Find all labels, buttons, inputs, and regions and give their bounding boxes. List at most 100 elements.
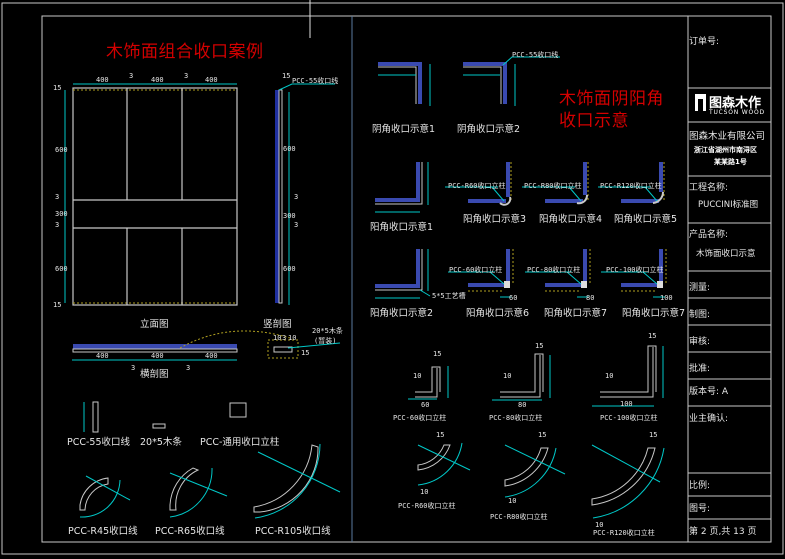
elev-left-dim-1: 15 [53,84,62,92]
post-100-top-dim: 15 [648,332,657,340]
inner-frame [41,15,772,543]
title-block-rows [688,87,771,520]
corner-s-leader-d [566,271,582,285]
elev-top-dim-4: 3 [184,72,189,80]
page-indicator: 第 2 页,共 13 页 [689,527,757,537]
post-label-60: PCC-60收口立柱 [393,414,447,422]
post-60-top-dim: 15 [433,350,442,358]
drawing-no-label: 图号: [689,504,711,514]
hsec-gap-dim-2: 3 [186,364,191,372]
post-80-top-dim: 15 [535,342,544,350]
product-name-label: 产品名称: [689,230,729,240]
corner-s-post [581,281,587,288]
vsec-right-dim-1: 600 [283,145,296,153]
outer-corner-callout-5: PCC-R120收口立柱 [600,182,662,190]
profile-dim-lines-left [79,402,341,519]
corner-r-panel-h [621,199,659,203]
corner-s-panel-h [468,283,506,287]
post-label-r80: PCC-R80收口立柱 [490,513,548,521]
post-80-slot-dim: 10 [503,372,512,380]
elev-top-dim-5: 400 [205,76,218,84]
version-row: 版本号: A [689,384,770,397]
elev-left-dim-4: 300 [55,210,68,218]
detail-callout-line2: (暂装) [314,337,337,345]
horizontal-section-label: 横剖图 [140,369,169,380]
profile-label-r45: PCC-R45收口线 [68,526,138,537]
elev-left-dim-5: 3 [55,221,60,229]
right-section-title-line1: 木饰面阴阳角 [559,89,664,109]
logo-en-text: TUCSON WOOD [709,109,765,116]
corner-r-panel-v [506,162,510,197]
corner-r-post [499,196,512,206]
corner-r-post [652,191,665,204]
vsec-top-dim: 15 [282,72,291,80]
drawing-by-label: 制图: [689,310,711,320]
corner-s-post [504,281,510,288]
vsec-right-dim-2: 3 [294,193,299,201]
post-r120-top-dim: 15 [649,431,658,439]
post-label-r120: PCC-R120收口立柱 [593,529,655,537]
vertical-section-label: 竖剖图 [263,319,292,330]
profile-label-pcc55: PCC-55收口线 [67,437,131,448]
outer-corner-callout-7a: PCC-80收口立柱 [527,266,581,274]
outer-corner-dim-7a: 80 [586,294,595,302]
version-value: A [721,387,729,397]
outer-corner-label-6: 阳角收口示意6 [466,308,530,319]
hsec-dim-3: 400 [205,352,218,360]
vsec-right-dim-5: 600 [283,265,296,273]
post-label-r60: PCC-R60收口立柱 [398,502,456,510]
outer-corner-callout-7b: PCC-100收口立柱 [606,266,664,274]
profile-shapes-left [79,401,319,513]
outer-corner-drawings [375,162,431,299]
horizontal-section-drawing [72,330,341,361]
corner-r-post [576,194,588,205]
profile-label-r65: PCC-R65收口线 [155,526,225,537]
project-name-value: PUCCINI标准图 [698,200,759,210]
outer-corner-callout-3: PCC-R60收口立柱 [448,182,506,190]
detail-dim-1: 10 [273,334,282,342]
corner-s-leader-d [642,271,658,285]
post-80-width-dim: 80 [518,401,527,409]
inner-corner-label-2: 阴角收口示意2 [457,124,521,135]
post-profile-drawings [415,345,657,506]
corner-r-leader-d [491,186,505,202]
outer-corner-label-1: 阳角收口示意1 [370,222,434,233]
corner-s-panel-v [659,249,663,283]
detail-dim-3: 10 [288,334,297,342]
outer-corner-label-3: 阳角收口示意3 [463,214,527,225]
profile-label-woodstrip: 20*5木条 [140,437,182,448]
post-r120-slot-dim: 10 [595,521,604,529]
corner-s-panel-h [621,283,659,287]
corner-s-panel-v [506,249,510,283]
outer-corner-label-5: 阳角收口示意5 [614,214,678,225]
hsec-gap-dim-1: 3 [131,364,136,372]
post-r80-slot-dim: 10 [508,497,517,505]
post-60-slot-dim: 10 [413,372,422,380]
elev-left-dim-3: 3 [55,193,60,201]
elev-left-dim-7: 15 [53,301,62,309]
company-address-line1: 浙江省湖州市南浔区 [694,146,757,154]
elev-top-dim-3: 400 [151,76,164,84]
outer-corner-dim-7b: 100 [660,294,673,302]
company-address-line2: 某某路1号 [714,158,747,166]
post-r80-top-dim: 15 [538,431,547,439]
review-label: 审核: [689,337,711,347]
post-profile-dim-lines [408,346,665,519]
outer-corner-label-7b: 阳角收口示意7 [622,308,686,319]
scale-label: 比例: [689,481,711,491]
approve-label: 批准: [689,364,711,374]
hsec-dim-1: 400 [96,352,109,360]
project-name-label: 工程名称: [689,183,729,193]
right-section-title-line2: 收口示意 [559,111,629,131]
outer-corner-callout-2: 5*5工艺槽 [432,292,466,300]
vsec-right-dim-3: 300 [283,212,296,220]
post-60-width-dim: 60 [421,401,430,409]
elev-left-dim-6: 600 [55,265,68,273]
elevation-label: 立面图 [140,319,169,330]
corner-s-panel-v [583,249,587,283]
profile-label-r105: PCC-R105收口线 [255,526,331,537]
corner-r-leader-d [644,186,658,202]
outer-corner-callout-4: PCC-R80收口立柱 [524,182,582,190]
